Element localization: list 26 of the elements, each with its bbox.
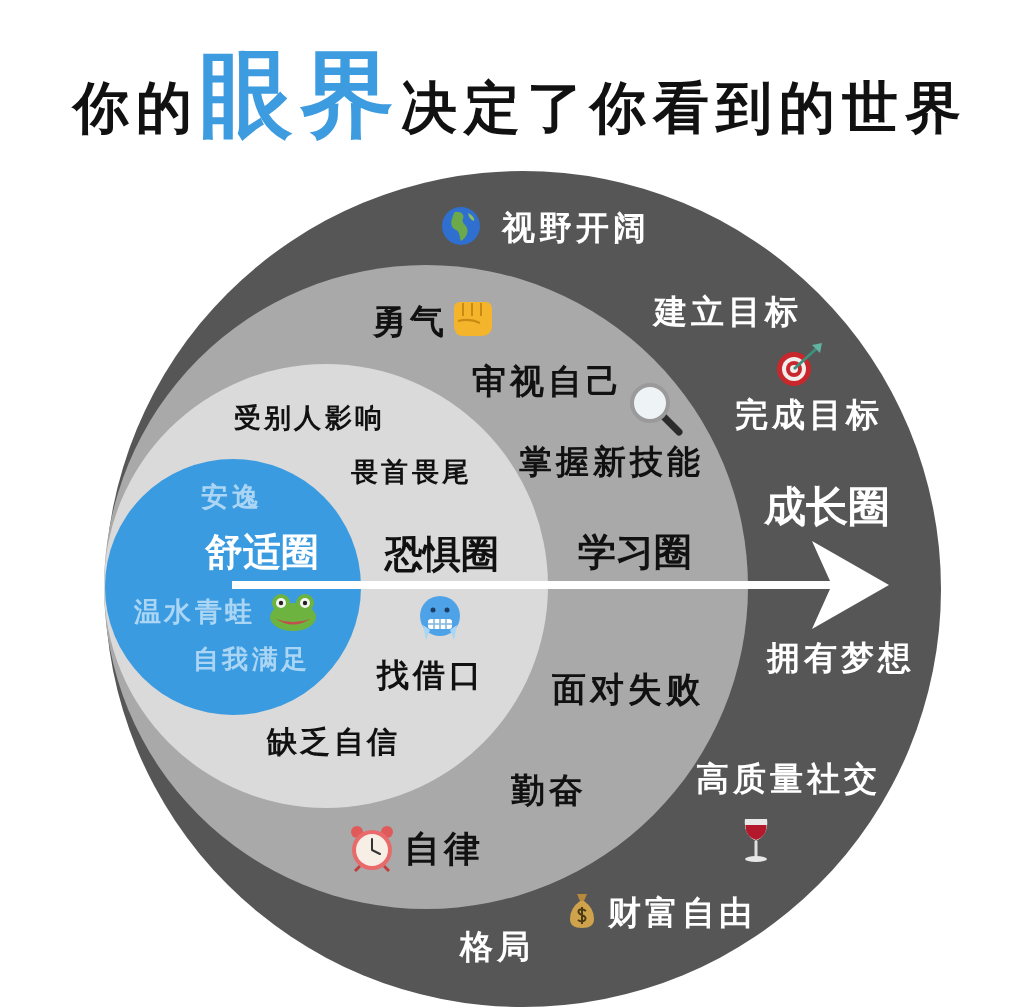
keyword-label: 视野开阔	[500, 209, 650, 247]
keyword-label: 找借口	[375, 656, 485, 694]
keyword-label: 自律	[402, 828, 485, 870]
keyword-label: 勤奋	[509, 771, 588, 811]
zone-circle	[105, 171, 941, 1007]
zone-title: 舒适圈	[205, 531, 319, 575]
keyword-label: 缺乏自信	[265, 724, 401, 760]
keyword-label: 面对失败	[550, 670, 705, 710]
keyword-label: 审视自己	[470, 362, 625, 402]
keyword-label: 自我满足	[192, 645, 310, 675]
keyword-label: 完成目标	[734, 396, 883, 434]
zone-title: 学习圈	[578, 531, 692, 575]
keyword-label: 建立目标	[651, 293, 802, 331]
zone-title: 恐惧圈	[385, 533, 499, 577]
keyword-label: 高质量社交	[694, 760, 881, 798]
title: 你的眼界决定了你看到的世界	[72, 45, 968, 145]
keyword-label: 拥有梦想	[765, 639, 915, 677]
zone-title: 成长圈	[764, 482, 890, 532]
keyword-label: 畏首畏尾	[350, 456, 472, 488]
keyword-label: 格局	[458, 928, 534, 966]
keyword-label: 财富自由	[607, 894, 756, 932]
keyword-label: 受别人影响	[233, 402, 386, 434]
keyword-label: 勇气	[370, 302, 449, 342]
keyword-label: 温水青蛙	[133, 596, 255, 628]
keyword-label: 安逸	[200, 481, 262, 513]
keyword-label: 掌握新技能	[517, 443, 704, 481]
